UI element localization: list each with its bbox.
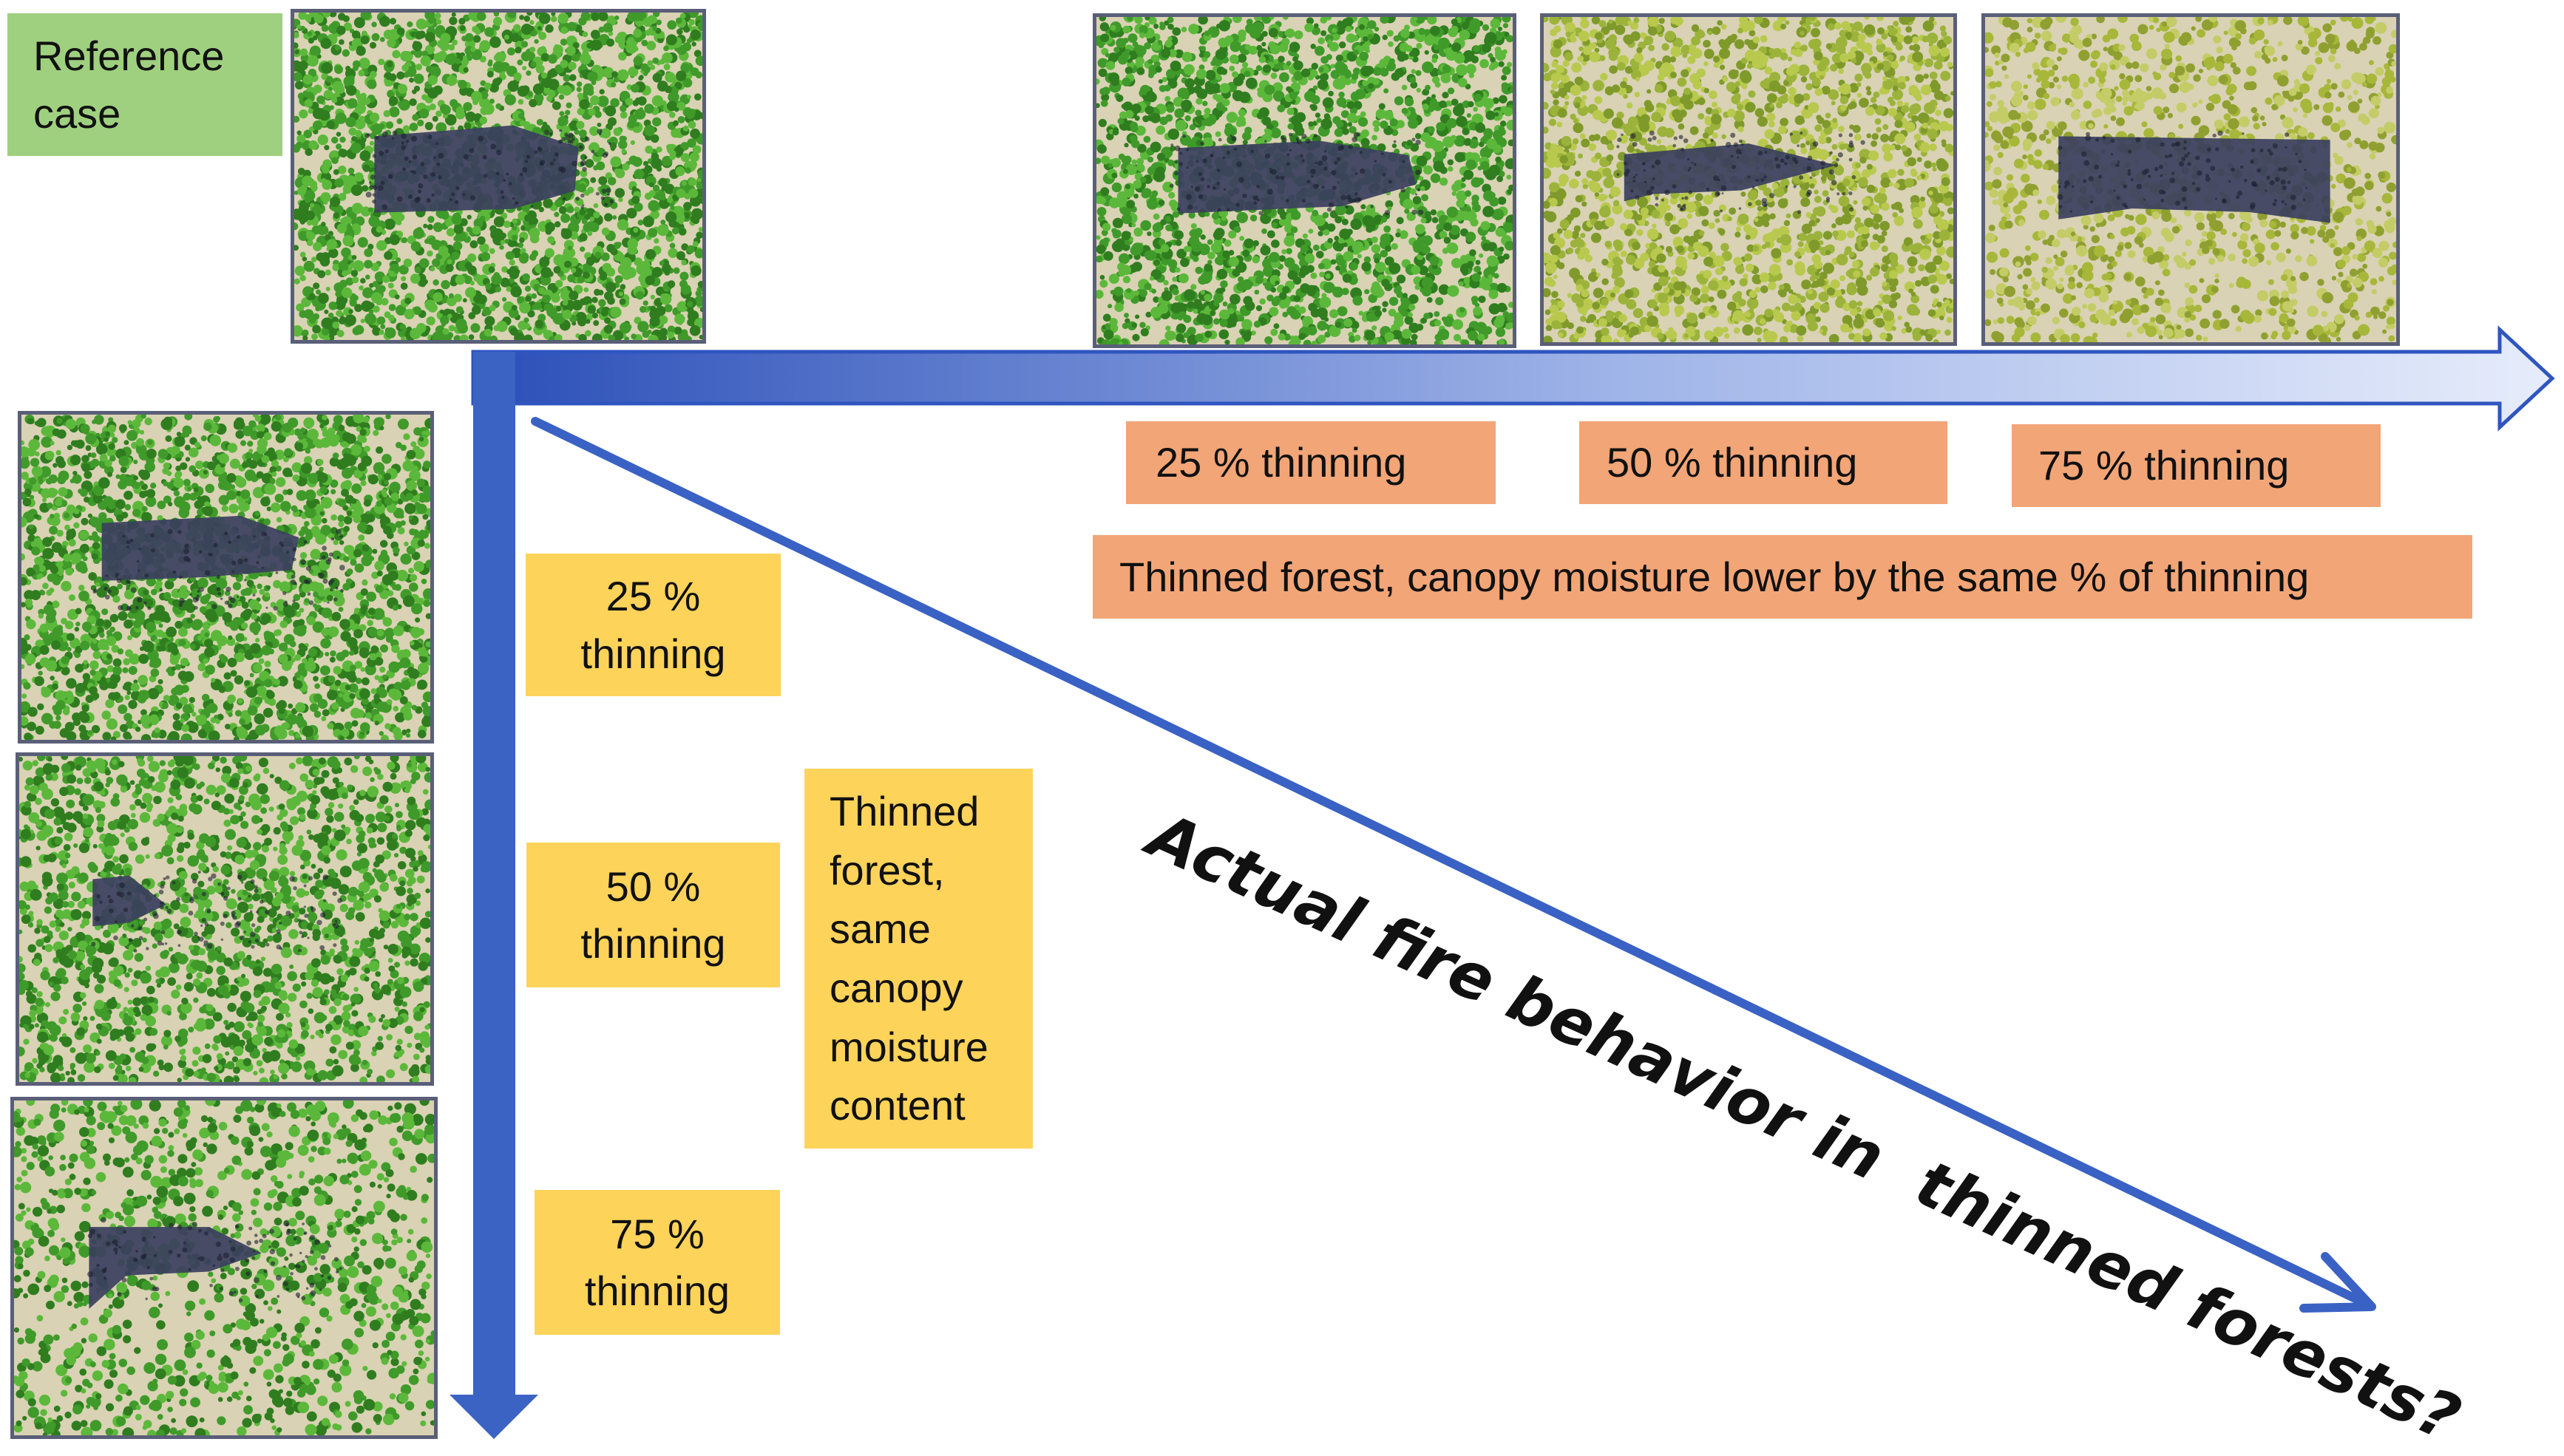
reference-label-line2: case bbox=[33, 89, 121, 137]
v-label-25-line2: thinning bbox=[580, 630, 726, 677]
h-label-50: 50 % thinning bbox=[1579, 421, 1947, 504]
horizontal-axis-arrow bbox=[471, 325, 2555, 432]
h-axis-description: Thinned forest, canopy moisture lower by… bbox=[1093, 535, 2472, 619]
vertical-50-map bbox=[16, 752, 434, 1086]
v-label-75: 75 % thinning bbox=[535, 1190, 780, 1335]
h-label-75: 75 % thinning bbox=[2012, 424, 2381, 507]
reference-case-map bbox=[291, 9, 706, 344]
v-label-50: 50 % thinning bbox=[526, 843, 780, 987]
h-label-25-text: 25 % thinning bbox=[1156, 439, 1407, 486]
v-desc-line5: moisture bbox=[830, 1023, 988, 1070]
v-label-25: 25 % thinning bbox=[526, 554, 781, 696]
reference-case-label: Reference case bbox=[7, 13, 282, 156]
v-axis-description: Thinned forest, same canopy moisture con… bbox=[804, 769, 1033, 1149]
vertical-25-map bbox=[18, 411, 434, 744]
burn-map-v75 bbox=[14, 1100, 434, 1435]
burn-map-h75 bbox=[1985, 17, 2396, 342]
v-label-75-line1: 75 % bbox=[610, 1210, 705, 1257]
h-label-25: 25 % thinning bbox=[1126, 421, 1496, 504]
v-desc-line2: forest, bbox=[830, 846, 945, 894]
v-desc-line1: Thinned bbox=[830, 788, 980, 835]
burn-map-h50 bbox=[1544, 17, 1953, 342]
h-label-50-text: 50 % thinning bbox=[1607, 439, 1858, 486]
horizontal-75-map bbox=[1981, 13, 2400, 346]
v-label-50-line2: thinning bbox=[580, 920, 726, 967]
h-label-75-text: 75 % thinning bbox=[2038, 442, 2290, 489]
horizontal-25-map bbox=[1093, 13, 1516, 348]
vertical-axis-arrow bbox=[450, 352, 538, 1439]
v-label-25-line1: 25 % bbox=[606, 573, 701, 620]
burn-map-reference bbox=[294, 13, 702, 340]
v-desc-line6: content bbox=[830, 1082, 966, 1129]
v-label-50-line1: 50 % bbox=[606, 863, 701, 910]
reference-label-line1: Reference bbox=[33, 33, 225, 80]
burn-map-v50 bbox=[19, 756, 430, 1082]
diagonal-arrow bbox=[531, 417, 2376, 1313]
vertical-75-map bbox=[10, 1097, 438, 1439]
burn-map-v25 bbox=[21, 415, 430, 740]
burn-map-h25 bbox=[1096, 17, 1513, 344]
h-axis-description-text: Thinned forest, canopy moisture lower by… bbox=[1119, 553, 2310, 600]
horizontal-50-map bbox=[1540, 13, 1957, 346]
v-desc-line3: same bbox=[830, 905, 931, 953]
v-desc-line4: canopy bbox=[830, 965, 963, 1011]
v-label-75-line2: thinning bbox=[584, 1268, 730, 1314]
